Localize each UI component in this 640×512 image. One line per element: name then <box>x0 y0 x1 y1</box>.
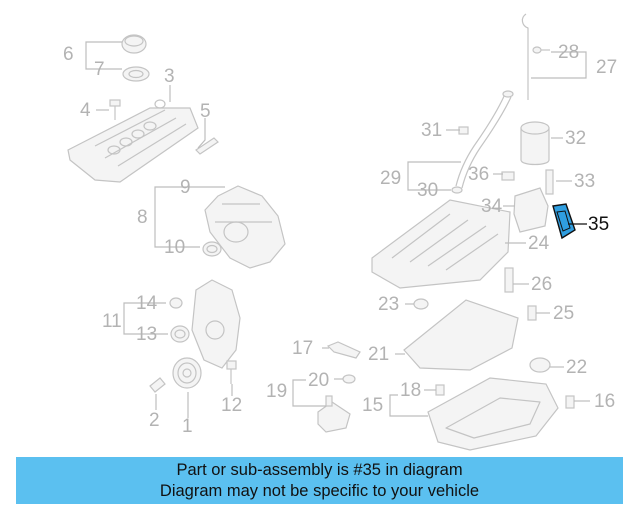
callout-21: 21 <box>368 344 389 365</box>
callout-6: 6 <box>63 44 74 65</box>
callout-13: 13 <box>136 324 157 345</box>
callout-29: 29 <box>380 168 401 189</box>
callout-36: 36 <box>468 164 489 185</box>
part-15-oil-pan <box>427 377 559 451</box>
callout-7: 7 <box>94 59 105 80</box>
callout-34: 34 <box>481 196 503 217</box>
part-19-sensor <box>317 395 351 433</box>
callout-9: 9 <box>180 177 191 198</box>
part-11-lower-cover <box>191 279 241 369</box>
callout-16: 16 <box>594 391 615 412</box>
callout-26: 26 <box>531 274 552 295</box>
part-33-stud <box>545 169 554 195</box>
callout-5: 5 <box>200 101 211 122</box>
callout-2: 2 <box>149 410 160 431</box>
callout-28: 28 <box>558 42 579 63</box>
callout-15: 15 <box>362 395 383 416</box>
banner-line-1: Part or sub-assembly is #35 in diagram <box>176 461 463 479</box>
callout-24: 24 <box>528 233 550 254</box>
part-13-seal <box>170 325 190 343</box>
part-3-valve-cover <box>67 99 199 183</box>
callout-4: 4 <box>80 100 91 121</box>
part-22-sensor <box>529 357 551 373</box>
part-12-bolt <box>226 360 237 384</box>
part-14-plug <box>169 297 183 309</box>
part-1-pulley <box>172 357 202 389</box>
part-10-seal <box>202 241 222 257</box>
callout-3: 3 <box>164 66 175 87</box>
part-4-bolt <box>109 99 121 120</box>
callout-32: 32 <box>565 128 586 149</box>
part-5-gasket <box>195 137 219 155</box>
callout-20: 20 <box>308 370 329 391</box>
part-24-upper-pan <box>371 199 511 289</box>
part-29-guide-tube <box>455 90 514 189</box>
part-31-bolt <box>458 126 469 135</box>
info-banner: Part or sub-assembly is #35 in diagram D… <box>16 457 623 504</box>
callout-10: 10 <box>164 237 185 258</box>
part-17-pickup <box>326 341 361 359</box>
callout-1: 1 <box>182 416 193 437</box>
part-26-bolt <box>504 267 514 293</box>
part-21-baffle <box>403 299 519 371</box>
part-32-oil-filter <box>520 121 550 166</box>
callout-17: 17 <box>292 338 313 359</box>
banner-line-2: Diagram may not be specific to your vehi… <box>159 482 480 500</box>
callout-labels: 6 7 3 4 5 9 8 10 14 11 13 2 1 12 28 27 3… <box>63 42 617 437</box>
callout-18: 18 <box>400 380 421 401</box>
part-7-seal <box>122 66 150 82</box>
part-36-bolt <box>501 171 515 181</box>
callout-25: 25 <box>553 303 574 324</box>
callout-35: 35 <box>588 214 609 235</box>
callout-8: 8 <box>137 207 148 228</box>
callout-22: 22 <box>566 357 587 378</box>
callout-33: 33 <box>574 171 595 192</box>
part-34-housing <box>513 187 549 233</box>
part-30-oring <box>451 186 463 194</box>
callout-11: 11 <box>102 311 122 332</box>
part-25-bolt <box>527 305 537 321</box>
callout-31: 31 <box>421 120 442 141</box>
callout-12: 12 <box>221 395 242 416</box>
part-18-bolt <box>435 384 445 396</box>
part-27-dipstick <box>521 13 550 100</box>
callout-27: 27 <box>596 57 617 78</box>
part-6-cap <box>121 34 147 54</box>
part-35-gasket-highlighted <box>552 203 576 240</box>
part-20-oring <box>342 374 356 384</box>
part-9-timing-cover <box>204 185 286 269</box>
part-16-drain-plug <box>565 395 575 409</box>
callout-23: 23 <box>378 294 399 315</box>
callout-19: 19 <box>266 381 287 402</box>
callout-14: 14 <box>136 293 158 314</box>
part-23-oring <box>413 298 429 310</box>
callout-30: 30 <box>417 180 438 201</box>
leader-lines <box>85 41 590 418</box>
part-2-bolt <box>149 377 166 393</box>
